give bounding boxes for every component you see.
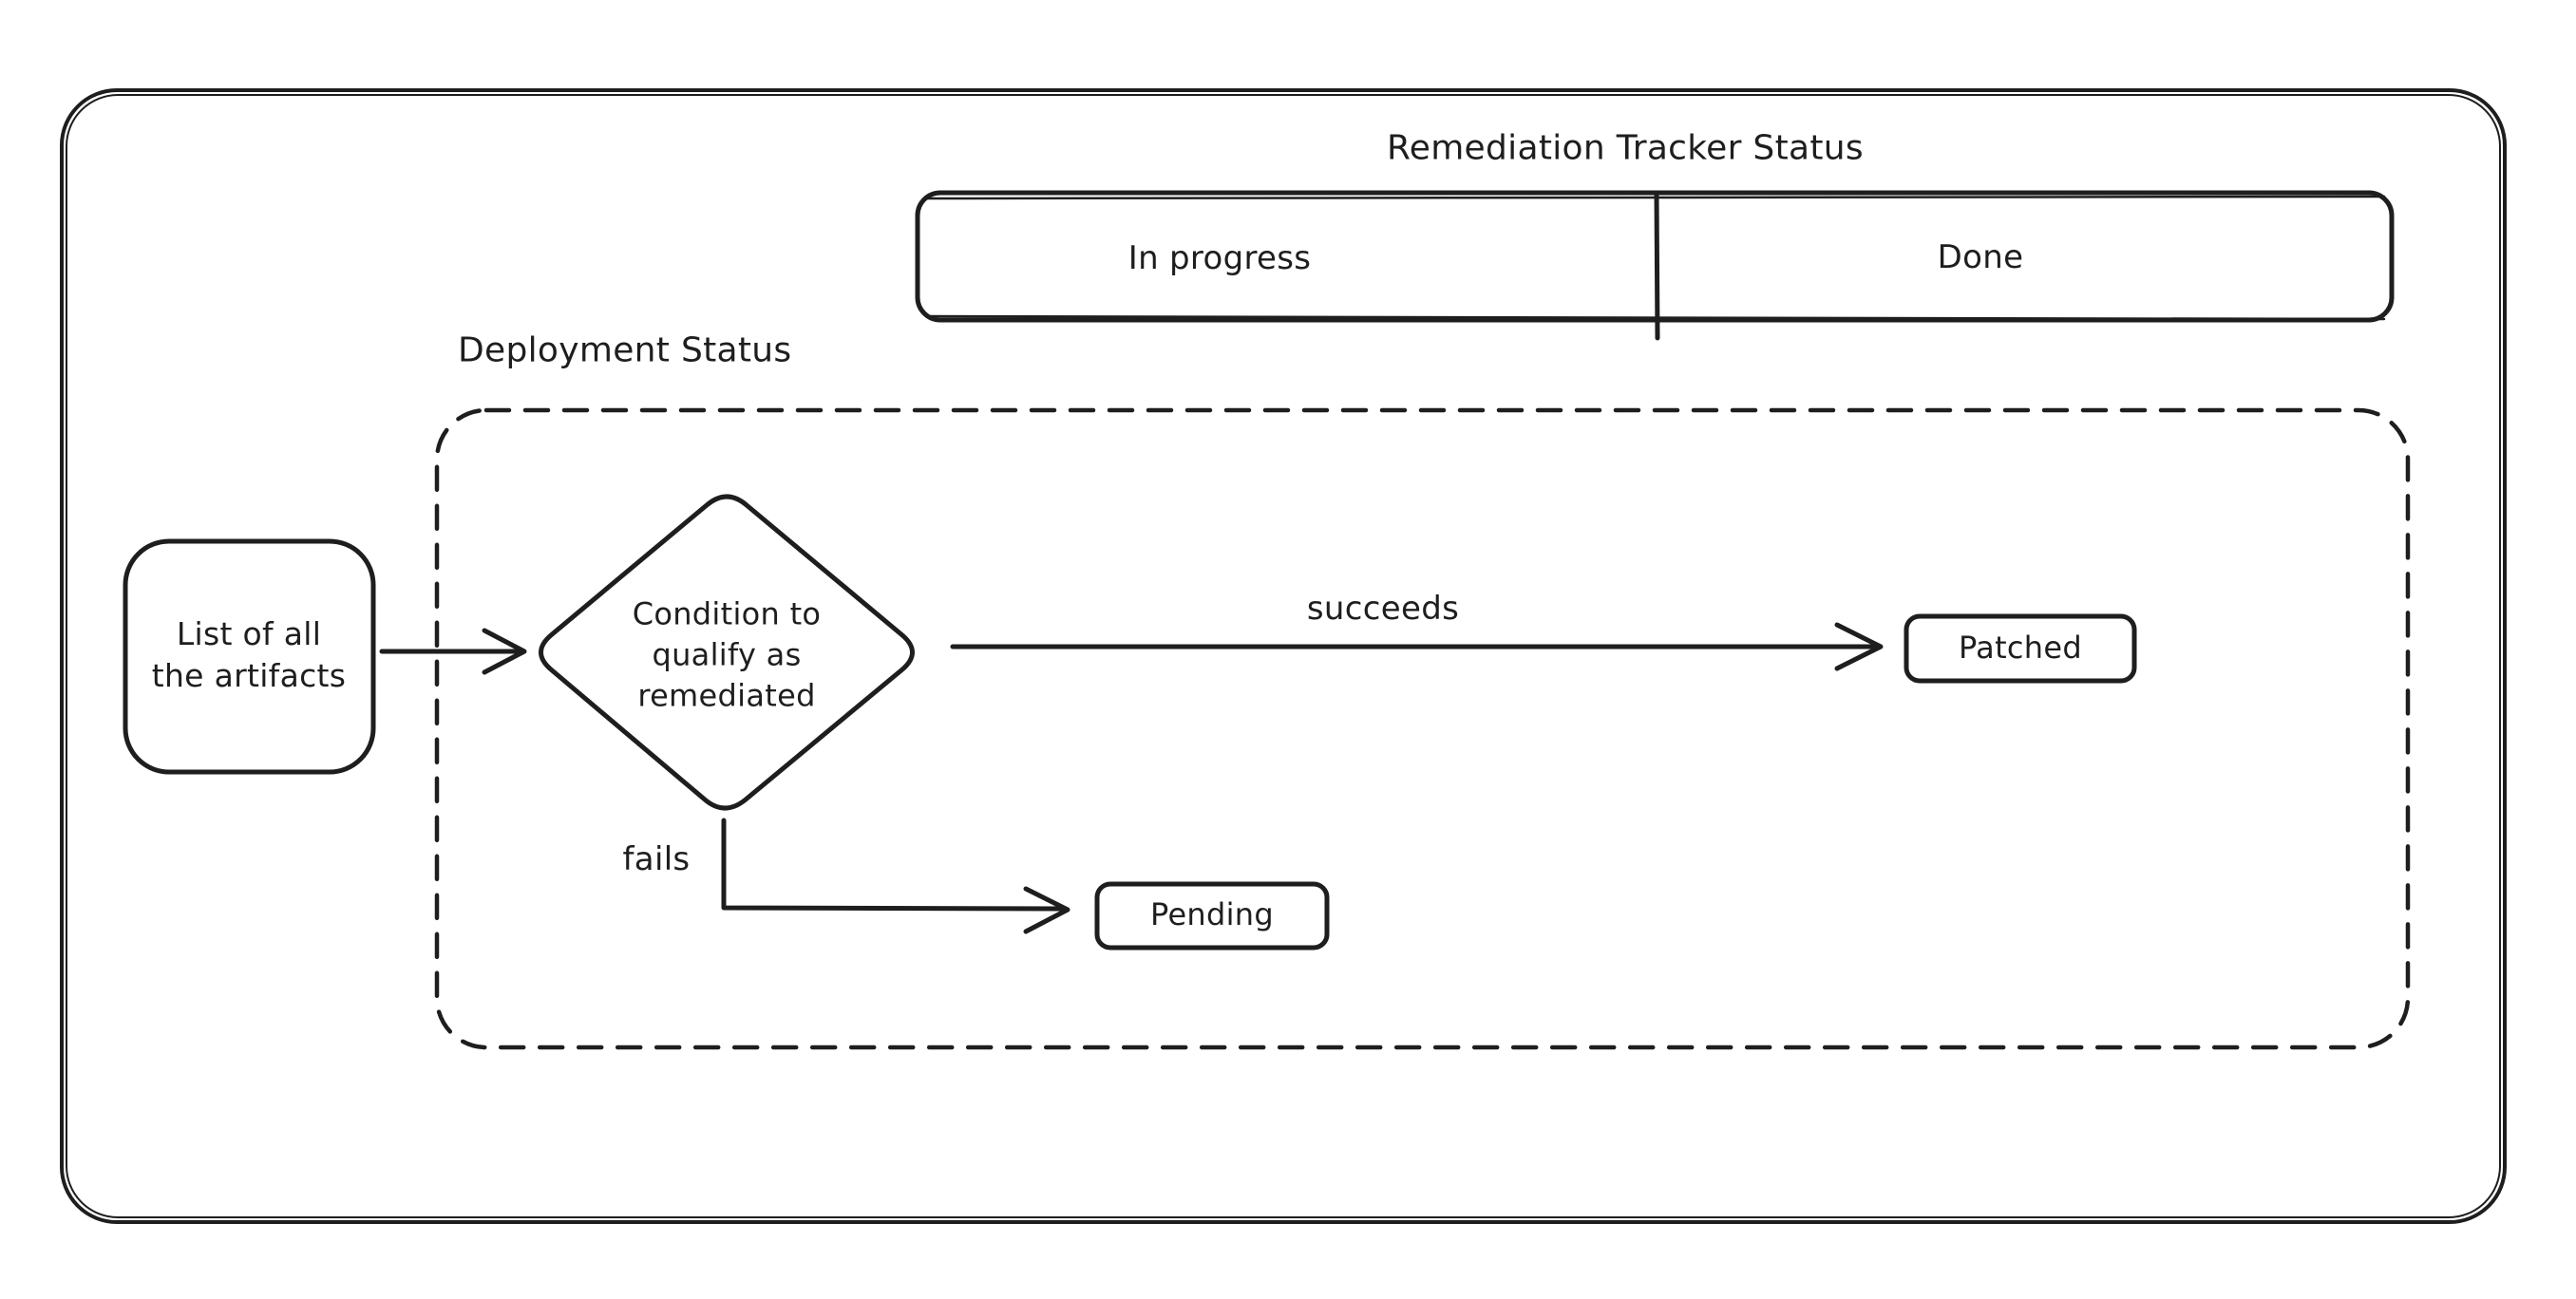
condition-node-label: Condition to qualify as remediated: [633, 594, 822, 717]
artifacts-node-label-line1: List of all: [176, 615, 322, 652]
tracker-cell-done-label: Done: [1937, 238, 2024, 276]
artifacts-node: [123, 538, 376, 775]
deployment-container-shape: [434, 407, 2411, 1050]
arrow-succeeds-head-icon: [1834, 622, 1884, 671]
deployment-status-label: Deployment Status: [458, 330, 792, 370]
artifacts-node-label-line2: the artifacts: [151, 657, 347, 694]
condition-node: [539, 494, 915, 811]
tracker-cell-in-progress-label: In progress: [1127, 239, 1312, 277]
condition-node-label-line2: qualify as: [652, 636, 802, 673]
pending-node-label: Pending: [1149, 896, 1275, 932]
pending-node: [1094, 881, 1330, 951]
artifacts-node-label: List of all the artifacts: [152, 613, 347, 697]
fails-label: fails: [622, 840, 691, 878]
condition-node-label-line3: remediated: [637, 677, 816, 714]
succeeds-label: succeeds: [1306, 590, 1460, 628]
patched-node: [1904, 613, 2137, 684]
condition-node-label-line1: Condition to: [632, 595, 822, 632]
tracker-title: Remediation Tracker Status: [1387, 128, 1864, 168]
arrow-artifacts-to-condition-head-icon: [482, 628, 527, 675]
patched-node-label: Patched: [1959, 630, 2082, 666]
arrow-fails-head-icon: [1023, 886, 1070, 934]
outer-container-shape-sketch-stroke: [66, 94, 2501, 1218]
outer-container-shape: [60, 88, 2507, 1224]
arrow-fails: [721, 818, 1067, 912]
